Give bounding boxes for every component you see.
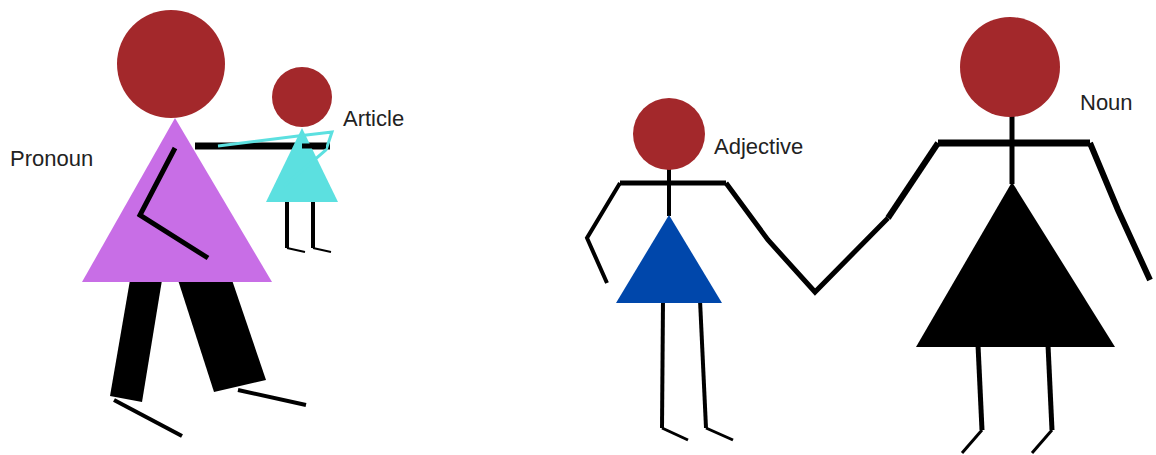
adjective-figure bbox=[587, 98, 888, 440]
body-triangle bbox=[916, 182, 1115, 347]
foot bbox=[287, 248, 305, 252]
leg bbox=[700, 300, 706, 428]
shoulders bbox=[938, 140, 1090, 147]
part-label: Pronoun bbox=[10, 146, 93, 172]
arm bbox=[888, 143, 938, 218]
part-label: Article bbox=[343, 106, 404, 132]
part-label: Noun bbox=[1080, 90, 1133, 116]
pants-leg bbox=[110, 280, 162, 402]
part-label: Adjective bbox=[714, 134, 803, 160]
pants-leg bbox=[178, 280, 266, 392]
body-triangle bbox=[616, 215, 722, 303]
neck bbox=[667, 168, 671, 216]
arm bbox=[140, 148, 208, 258]
article-figure bbox=[218, 67, 338, 252]
arm bbox=[218, 132, 332, 186]
foot bbox=[706, 428, 733, 440]
noun-figure bbox=[888, 17, 1150, 453]
head bbox=[272, 67, 332, 127]
foot bbox=[1032, 430, 1052, 453]
arm bbox=[726, 183, 888, 292]
foot bbox=[662, 428, 688, 440]
arm bbox=[1090, 143, 1150, 280]
arm bbox=[587, 183, 620, 283]
leg bbox=[978, 345, 982, 430]
shoulders bbox=[620, 181, 726, 186]
foot bbox=[238, 390, 306, 405]
foot bbox=[962, 430, 982, 453]
leg bbox=[285, 200, 289, 248]
held-hand bbox=[302, 144, 326, 149]
neck bbox=[1010, 115, 1015, 184]
leg bbox=[1048, 345, 1052, 430]
arm bbox=[195, 143, 330, 150]
foot bbox=[313, 248, 331, 252]
head bbox=[960, 17, 1060, 117]
leg bbox=[311, 200, 315, 248]
leg bbox=[662, 300, 663, 428]
head bbox=[117, 10, 225, 118]
foot bbox=[114, 400, 182, 436]
head bbox=[633, 98, 705, 170]
